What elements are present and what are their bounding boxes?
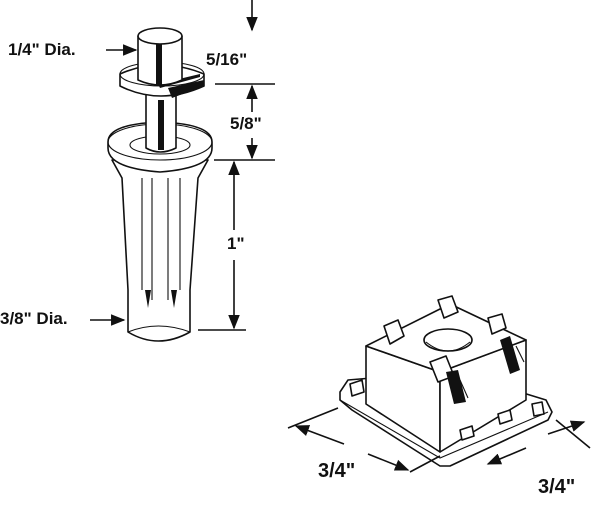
block-width-label: 3/4": [318, 460, 356, 482]
collar-height-label: 5/16": [206, 50, 248, 69]
pin-dimensions: [90, 0, 275, 331]
block-depth-label: 3/4": [538, 476, 576, 498]
guide-block: [339, 295, 553, 467]
body-diameter-label: 3/8" Dia.: [0, 309, 68, 328]
pin-body: [111, 159, 209, 342]
pivot-pin: [107, 27, 213, 342]
block-dimensions: [287, 407, 591, 473]
block-hole: [423, 328, 473, 352]
pin-diameter-label: 1/4" Dia.: [8, 40, 76, 59]
neck-height-label: 5/8": [230, 114, 262, 133]
body-length-label: 1": [227, 234, 245, 253]
